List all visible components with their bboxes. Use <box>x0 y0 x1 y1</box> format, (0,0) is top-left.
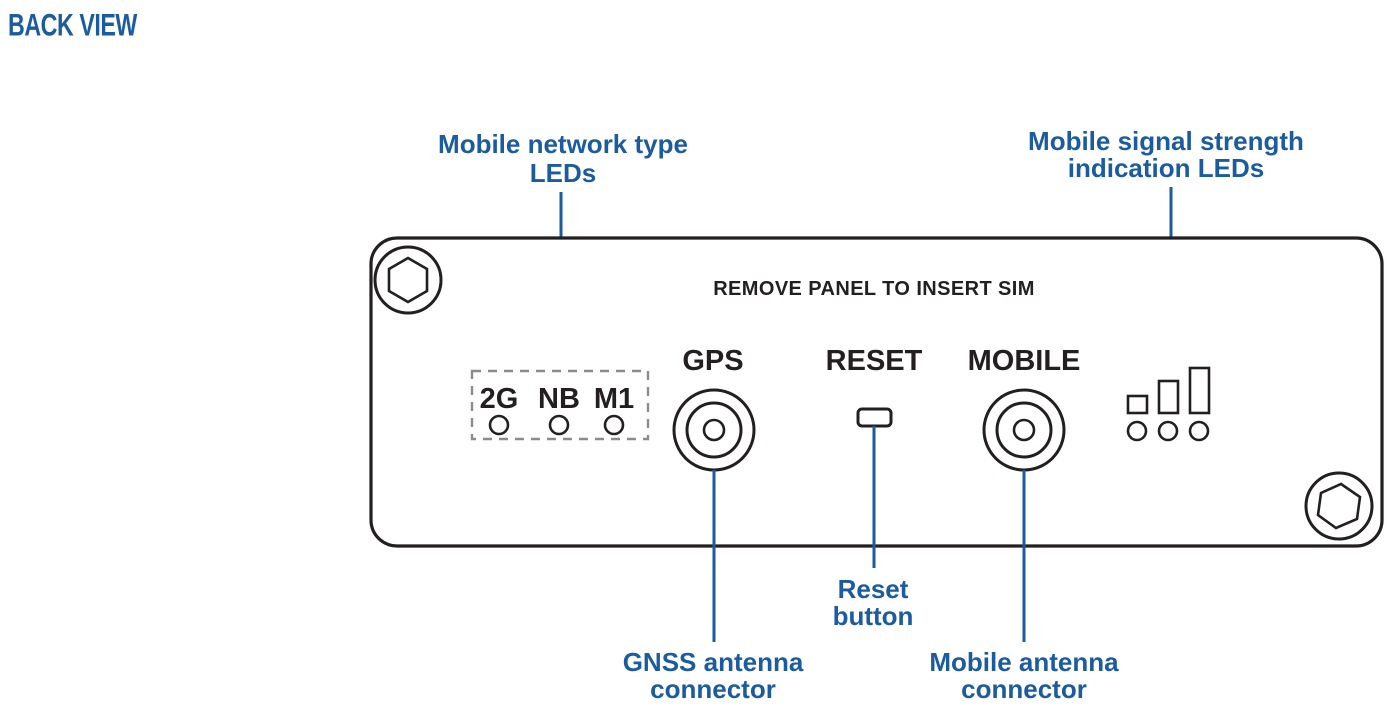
signal-bar-3 <box>1188 366 1211 415</box>
gps-antenna-connector[interactable]: GPS <box>672 345 756 472</box>
callout-mobile-line2: connector <box>961 674 1087 704</box>
callout-network-type-line2: LEDs <box>530 158 596 188</box>
callout-gnss-antenna-connector: GNSS antenna connector <box>623 470 804 704</box>
page-title: BACK VIEW <box>8 7 138 42</box>
signal-bar-2 <box>1157 379 1180 415</box>
screw-bottom-right-icon <box>1304 471 1374 541</box>
mobile-connector-pin <box>1012 418 1036 442</box>
mobile-antenna-connector[interactable]: MOBILE <box>968 345 1081 472</box>
panel-sim-notice: REMOVE PANEL TO INSERT SIM <box>713 278 1035 300</box>
device-back-panel: REMOVE PANEL TO INSERT SIM 2G NB M1 GPS <box>369 236 1384 548</box>
callout-network-type-line1: Mobile network type <box>438 129 688 159</box>
callout-signal-strength-line1: Mobile signal strength <box>1028 126 1304 156</box>
callout-reset-button: Reset button <box>833 426 914 631</box>
signal-led-1 <box>1126 420 1148 442</box>
gps-connector-pin <box>702 418 726 442</box>
led-label-m1: M1 <box>594 383 634 415</box>
led-indicator-nb <box>548 414 570 436</box>
callout-gnss-line1: GNSS antenna <box>623 647 804 677</box>
led-indicator-2g <box>488 414 510 436</box>
network-type-led-group: 2G NB M1 <box>470 369 650 441</box>
port-label-mobile: MOBILE <box>968 345 1081 377</box>
callout-mobile-antenna-connector: Mobile antenna connector <box>929 470 1119 704</box>
callout-network-type-leds: Mobile network type LEDs <box>438 129 688 372</box>
callout-mobile-line1: Mobile antenna <box>929 647 1119 677</box>
panel-outline <box>369 236 1384 548</box>
led-indicator-m1 <box>603 414 625 436</box>
led-group-dashed-outline <box>470 369 650 441</box>
signal-led-3 <box>1188 420 1210 442</box>
signal-strength-indicator <box>1126 366 1211 442</box>
signal-bar-1 <box>1126 394 1149 415</box>
port-label-reset: RESET <box>826 345 923 377</box>
callout-gnss-line2: connector <box>650 674 776 704</box>
screw-top-left-icon <box>373 245 443 315</box>
led-label-nb: NB <box>538 383 580 415</box>
callout-signal-strength-line2: indication LEDs <box>1068 153 1264 183</box>
callout-reset-line2: button <box>833 601 914 631</box>
gps-connector-middle-ring <box>685 401 743 459</box>
port-label-gps: GPS <box>682 345 743 377</box>
led-label-2g: 2G <box>480 383 519 415</box>
callout-reset-line1: Reset <box>838 574 909 604</box>
mobile-connector-middle-ring <box>995 401 1053 459</box>
signal-led-2 <box>1157 420 1179 442</box>
